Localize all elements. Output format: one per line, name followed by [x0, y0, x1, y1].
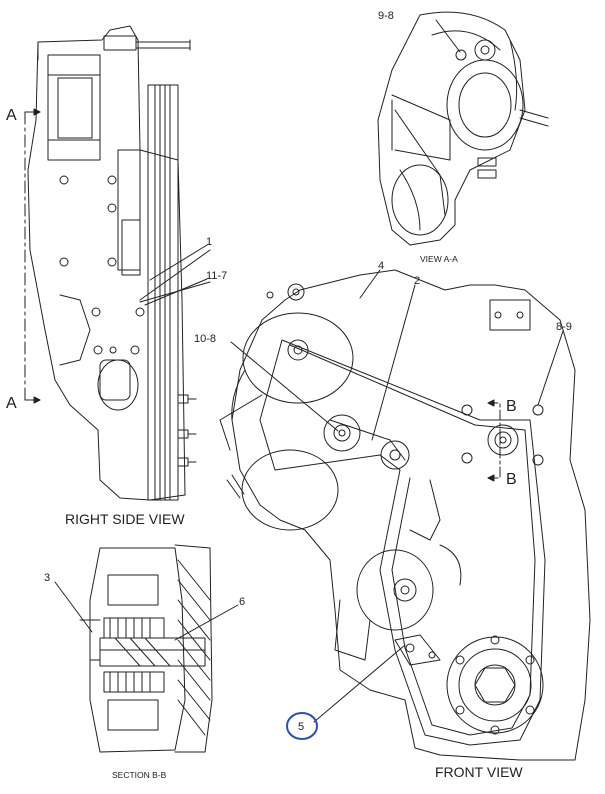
callout-10-8: 10-8 [194, 333, 216, 345]
view-a-drawing [377, 11, 549, 246]
callout-8-9: 8-9 [556, 321, 572, 333]
label-right-side-view: RIGHT SIDE VIEW [65, 511, 185, 527]
section-marker-a-bottom: A [6, 395, 17, 412]
section-line-a [24, 108, 41, 404]
callout-11-7: 11-7 [206, 270, 227, 282]
section-line-b [487, 399, 501, 482]
section-b-drawing [79, 544, 213, 753]
label-view-a: VIEW A-A [420, 254, 458, 264]
label-front-view: FRONT VIEW [435, 764, 523, 780]
callout-4: 4 [378, 260, 384, 272]
leader-lines [54, 19, 564, 723]
callout-6: 6 [239, 596, 245, 608]
callout-5: 5 [298, 721, 304, 733]
callout-9-8: 9-8 [378, 10, 394, 22]
callout-2: 2 [414, 275, 420, 287]
section-marker-b-bottom: B [506, 471, 517, 488]
highlight-circle [286, 712, 318, 740]
callout-1: 1 [206, 236, 212, 248]
section-marker-a-top: A [6, 107, 17, 124]
label-section-b: SECTION B-B [112, 770, 167, 780]
front-view-drawing [219, 269, 591, 761]
right-side-view-drawing [27, 25, 211, 501]
callout-3: 3 [44, 572, 50, 584]
section-marker-b-top: B [506, 398, 517, 415]
